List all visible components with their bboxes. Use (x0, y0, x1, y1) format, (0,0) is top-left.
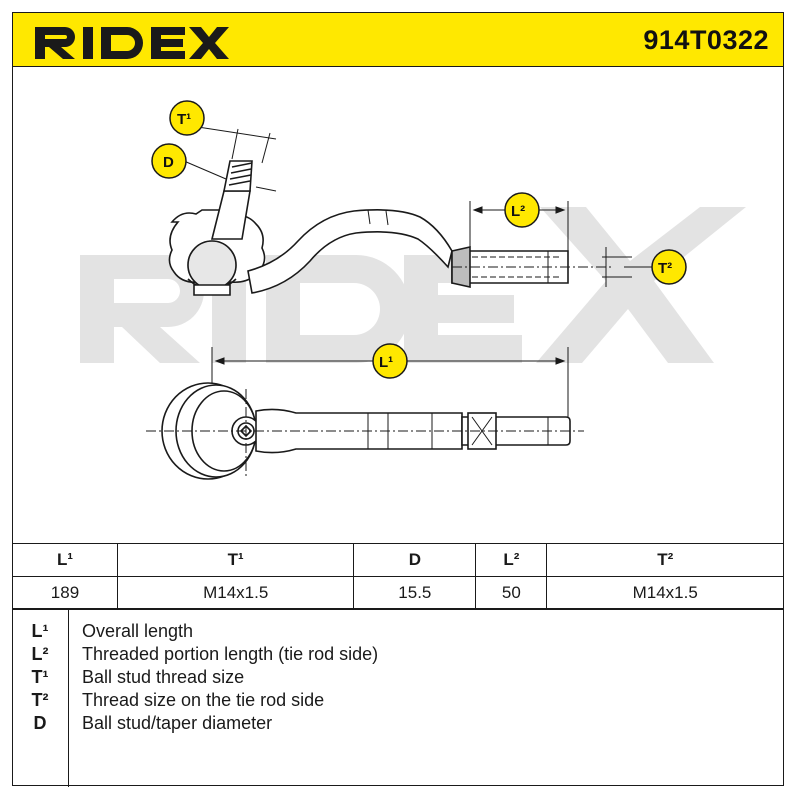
part-number: 914T0322 (643, 25, 769, 55)
t2-label: T² (658, 260, 672, 277)
watermark-logo (80, 207, 746, 363)
spec-table-values-row: 189 M14x1.5 15.5 50 M14x1.5 (12, 576, 784, 610)
ridex-logo (35, 27, 229, 59)
l2-label-bubble: L² (504, 192, 540, 228)
legend-text: Threaded portion length (tie rod side) (82, 644, 379, 664)
col-header-t2: T² (546, 543, 784, 577)
legend: L¹ Overall length L² Threaded portion le… (12, 608, 784, 787)
header-bar: 914T0322 (12, 12, 784, 67)
dimension-t2 (602, 247, 652, 287)
legend-row: L² Threaded portion length (tie rod side… (12, 644, 784, 666)
legend-row: L¹ Overall length (12, 621, 784, 643)
legend-row: D Ball stud/taper diameter (12, 713, 784, 735)
dimension-t1 (197, 126, 277, 164)
value-d: 15.5 (353, 576, 477, 610)
t1-label-bubble: T¹ (169, 100, 205, 136)
spec-table-header-row: L¹ T¹ D L² T² (12, 543, 784, 577)
legend-row: T¹ Ball stud thread size (12, 667, 784, 689)
col-header-d: D (353, 543, 477, 577)
value-l2: 50 (475, 576, 548, 610)
col-header-l2: L² (475, 543, 548, 577)
legend-code: T² (31, 690, 49, 710)
legend-code: D (33, 713, 47, 733)
threaded-end-top (461, 412, 571, 450)
l2-label: L² (511, 203, 525, 220)
legend-divider (68, 609, 69, 787)
value-t2: M14x1.5 (546, 576, 784, 610)
legend-code: L¹ (31, 621, 49, 641)
t2-label-bubble: T² (651, 249, 687, 285)
legend-code: L² (31, 644, 49, 664)
legend-text: Ball stud thread size (82, 667, 245, 687)
ball-joint-housing-side (168, 209, 266, 296)
d-label: D (163, 154, 174, 171)
spec-table: L¹ T¹ D L² T² 189 M14x1.5 15.5 50 M14x1.… (12, 543, 784, 610)
legend-code: T¹ (31, 667, 49, 687)
l1-label-bubble: L¹ (372, 343, 408, 379)
legend-text: Overall length (82, 621, 194, 641)
legend-row: T² Thread size on the tie rod side (12, 690, 784, 712)
col-header-l1: L¹ (12, 543, 118, 577)
dimension-d (183, 160, 277, 192)
col-header-t1: T¹ (116, 543, 355, 577)
d-label-bubble: D (151, 143, 187, 179)
legend-text: Thread size on the tie rod side (82, 690, 325, 710)
value-l1: 189 (12, 576, 118, 610)
tie-rod-end-drawing: T¹ D L² T² L¹ (80, 100, 746, 480)
ball-stud (210, 160, 253, 240)
tie-rod-arm-side (247, 209, 453, 294)
l1-label: L¹ (379, 354, 393, 371)
legend-text: Ball stud/taper diameter (82, 713, 273, 733)
value-t1: M14x1.5 (116, 576, 355, 610)
t1-label: T¹ (177, 111, 191, 128)
